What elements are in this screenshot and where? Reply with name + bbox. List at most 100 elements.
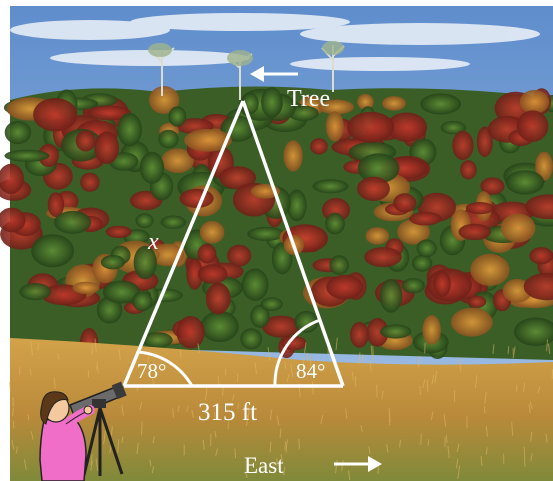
foliage-bush <box>168 106 187 127</box>
grass-blade <box>121 404 124 416</box>
grass-blade <box>141 421 143 436</box>
grass-blade <box>492 344 495 354</box>
grass-blade <box>335 337 338 351</box>
grass-blade <box>485 447 488 455</box>
grass-blade <box>206 405 209 420</box>
direction-label: East <box>244 453 284 478</box>
foliage-bush <box>325 111 344 142</box>
grass-blade <box>139 401 143 410</box>
foliage-bush <box>458 223 491 241</box>
meadow <box>10 338 553 481</box>
foliage-bush <box>33 98 78 132</box>
grass-blade <box>523 382 526 393</box>
foliage-bush <box>329 255 350 275</box>
foliage-bush <box>505 170 545 195</box>
foliage-bush <box>158 129 179 149</box>
grass-blade <box>311 381 314 395</box>
foliage-bush <box>260 297 283 311</box>
foliage-bush <box>523 273 553 301</box>
grass-blade <box>369 360 372 372</box>
grass-blade <box>345 408 348 419</box>
side-x-left <box>122 100 245 387</box>
grass-blade <box>205 386 208 400</box>
grass-blade <box>247 409 250 420</box>
grass-blade <box>351 371 354 381</box>
grass-blade <box>545 433 548 443</box>
grass-blade <box>358 352 361 365</box>
foliage-bush <box>75 130 96 152</box>
grass-blade <box>443 413 447 427</box>
grass-blade <box>530 453 533 461</box>
grass-blade <box>9 382 11 392</box>
grass-blade <box>484 391 487 404</box>
grass-blade <box>507 346 510 354</box>
foliage-bush <box>310 138 328 155</box>
foliage-bush <box>480 177 505 195</box>
grass-blade <box>427 439 430 446</box>
grass-blade <box>234 448 237 459</box>
foliage-bush <box>379 279 403 313</box>
foliage-bush <box>422 315 442 345</box>
grass-blade <box>458 357 462 372</box>
foliage-bush <box>105 225 132 239</box>
foliage-bush <box>261 87 283 118</box>
grass-blade <box>348 470 351 480</box>
grass-blade <box>283 466 286 476</box>
right-angle-label: 84° <box>296 359 325 383</box>
grass-blade <box>434 370 437 384</box>
grass-blade <box>480 456 483 466</box>
foliage-bush <box>452 130 474 160</box>
grass-blade <box>512 348 514 357</box>
foliage-bush <box>199 220 225 244</box>
grass-blade <box>335 460 338 474</box>
foliage-bush <box>288 105 319 121</box>
grass-blade <box>320 414 324 425</box>
foliage-bush <box>365 227 390 245</box>
foliage-bush <box>186 258 203 290</box>
foliage-bush <box>318 99 354 115</box>
grass-blade <box>386 444 389 453</box>
grass-blade <box>103 430 106 445</box>
triangle <box>122 100 345 388</box>
side-x-label: x <box>147 229 159 255</box>
grass-blade <box>485 426 488 437</box>
foliage-bush <box>160 215 186 229</box>
foliage-bush <box>393 193 417 213</box>
grass-blade <box>29 368 32 376</box>
angle-arc-left <box>137 350 194 387</box>
grass-blade <box>151 466 155 474</box>
foliage-bush <box>386 112 428 142</box>
grass-blade <box>15 446 18 454</box>
grass-blade <box>280 454 283 463</box>
foliage-bush <box>184 128 232 152</box>
grass-blade <box>284 441 287 450</box>
grass-blade <box>530 431 533 442</box>
foliage-bush <box>460 160 477 180</box>
grass-blade <box>368 446 371 454</box>
grass-blade <box>197 343 201 354</box>
grass-blade <box>202 440 205 451</box>
foliage-bush <box>176 316 205 349</box>
base-length-label: 315 ft <box>198 399 257 426</box>
grass-blade <box>426 379 429 393</box>
grass-blade <box>90 460 93 471</box>
grass-blade <box>457 465 461 480</box>
grass-blade <box>276 415 280 426</box>
foliage-bush <box>286 189 307 222</box>
grass-blade <box>511 421 514 436</box>
foliage-bush <box>476 126 493 158</box>
grass-blade <box>298 438 300 450</box>
foliage-bush <box>0 163 24 194</box>
grass-blade <box>399 439 401 448</box>
grass-blade <box>529 401 533 410</box>
foliage-bush <box>148 86 180 114</box>
grass-blade <box>537 386 541 394</box>
foliage-bush <box>470 253 510 286</box>
foliage-bush <box>139 151 165 184</box>
grass-blade <box>30 341 33 356</box>
person-with-telescope-icon <box>39 381 127 481</box>
left-angle-label: 78° <box>137 359 166 383</box>
apex-label: Tree <box>287 86 330 112</box>
foliage-bush <box>47 192 65 218</box>
grass-blade <box>456 443 460 453</box>
